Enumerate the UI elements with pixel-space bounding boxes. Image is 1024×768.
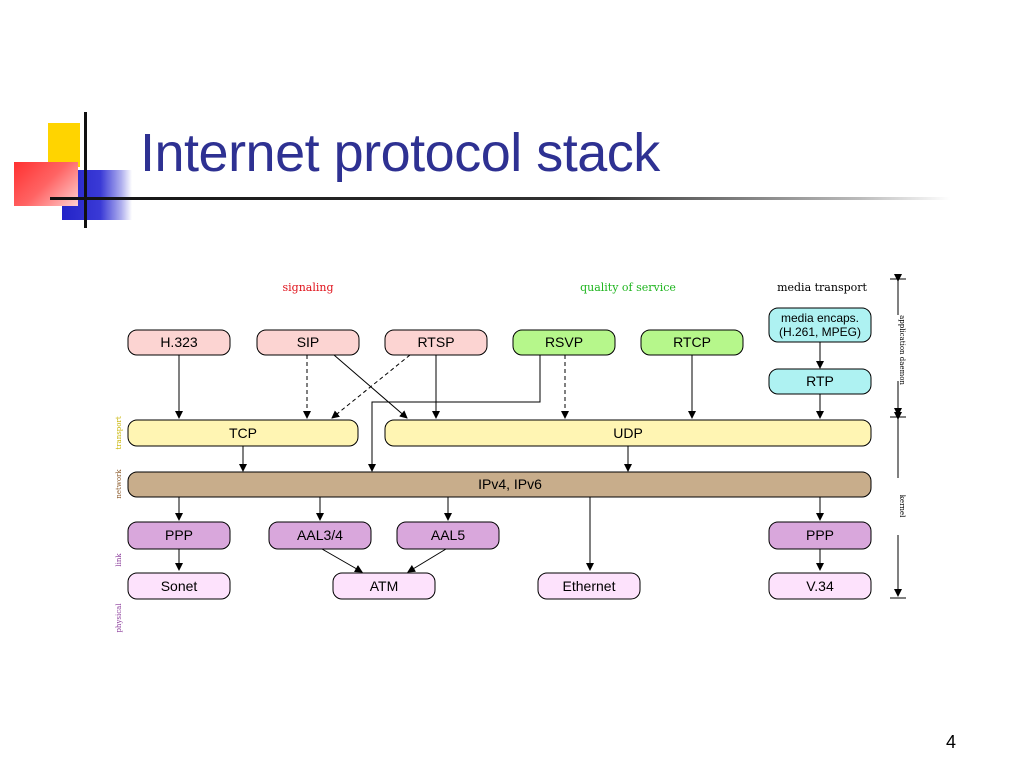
- arrows: [175, 342, 824, 573]
- side-label-transport: transport: [115, 416, 123, 449]
- side-label-link: link: [115, 553, 123, 567]
- box-tcp-label: TCP: [229, 425, 257, 441]
- box-rtsp: RTSP: [384, 329, 488, 356]
- page-number: 4: [946, 732, 957, 752]
- box-rtcp: RTCP: [640, 329, 744, 356]
- box-v34: V.34: [768, 572, 872, 600]
- box-tcp: TCP: [127, 419, 359, 447]
- box-ip-label: IPv4, IPv6: [478, 476, 542, 492]
- box-aal5: AAL5: [396, 521, 500, 550]
- box-ppp-left: PPP: [127, 521, 231, 550]
- box-ethernet: Ethernet: [537, 572, 641, 600]
- box-aal34: AAL3/4: [268, 521, 372, 550]
- box-sip: SIP: [256, 329, 360, 356]
- page-title: Internet protocol stack: [140, 123, 660, 183]
- category-quality-of-service: quality of service: [580, 281, 676, 294]
- box-udp-label: UDP: [613, 425, 643, 441]
- box-atm: ATM: [332, 572, 436, 600]
- category-signaling: signaling: [282, 281, 333, 294]
- box-rtp: RTP: [768, 368, 872, 395]
- box-rtp-label: RTP: [806, 373, 834, 389]
- decorative-horizontal-line: [50, 197, 950, 200]
- box-aal5-label: AAL5: [431, 527, 465, 543]
- box-sip-label: SIP: [297, 334, 320, 350]
- box-sonet-label: Sonet: [161, 578, 198, 594]
- box-rtsp-label: RTSP: [417, 334, 454, 350]
- box-sonet: Sonet: [127, 572, 231, 600]
- box-atm-label: ATM: [370, 578, 399, 594]
- box-ppp-right: PPP: [768, 521, 872, 550]
- box-ip: IPv4, IPv6: [127, 471, 872, 498]
- box-media-encaps-label-1: media encaps.: [781, 311, 859, 325]
- protocol-stack-diagram: signaling quality of service media trans…: [110, 270, 920, 650]
- side-label-network: network: [115, 469, 123, 499]
- protocol-stack-svg: signaling quality of service media trans…: [115, 274, 906, 633]
- box-media-encaps: media encaps. (H.261, MPEG): [768, 307, 872, 343]
- box-ppp-left-label: PPP: [165, 527, 193, 543]
- right-bracket: [890, 274, 906, 599]
- right-label-application-daemon: application daemon: [898, 315, 906, 385]
- decorative-vertical-line: [84, 112, 87, 228]
- box-h323: H.323: [127, 329, 231, 356]
- box-h323-label: H.323: [160, 334, 198, 350]
- box-media-encaps-label-2: (H.261, MPEG): [779, 325, 861, 339]
- box-rsvp: RSVP: [512, 329, 616, 356]
- box-rsvp-label: RSVP: [545, 334, 583, 350]
- box-aal34-label: AAL3/4: [297, 527, 343, 543]
- right-label-kernel: kernel: [898, 495, 906, 518]
- decorative-yellow-square: [48, 123, 80, 167]
- box-ppp-right-label: PPP: [806, 527, 834, 543]
- box-rtcp-label: RTCP: [673, 334, 711, 350]
- box-udp: UDP: [384, 419, 872, 447]
- side-label-physical: physical: [115, 603, 123, 633]
- box-ethernet-label: Ethernet: [563, 578, 616, 594]
- category-media-transport: media transport: [777, 281, 867, 294]
- box-v34-label: V.34: [806, 578, 834, 594]
